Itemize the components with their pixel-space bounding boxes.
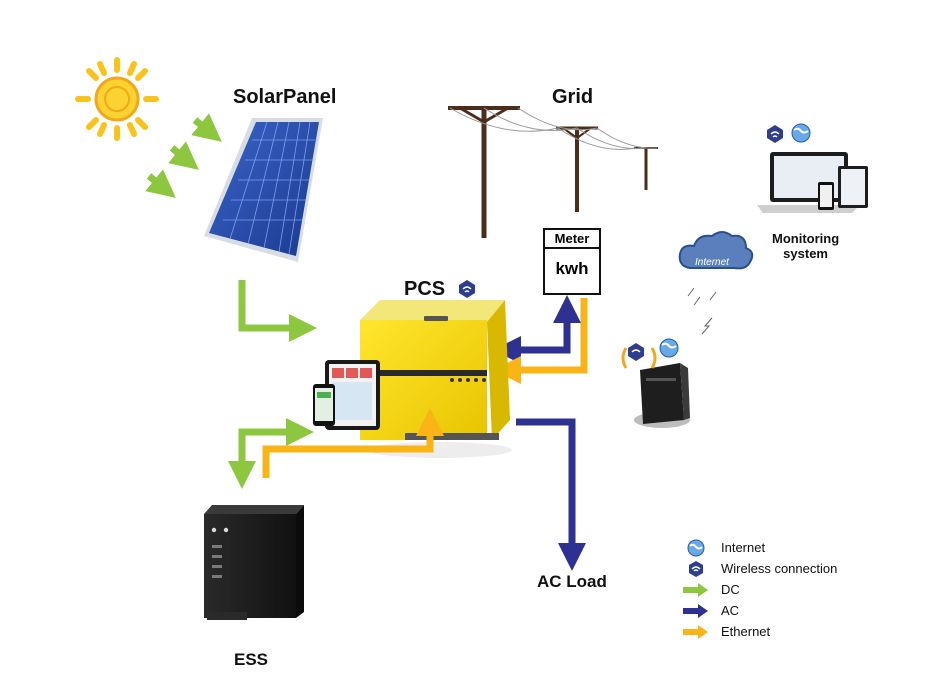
internet-cloud-label: Internet (695, 257, 730, 268)
tablet-image (325, 360, 380, 430)
ac-arrow-icon (683, 601, 709, 621)
monitoring-system-label: Monitoring system (772, 231, 840, 261)
grid-power-lines (448, 106, 658, 238)
meter-value: kwh (555, 259, 589, 278)
router-globe-icon (659, 338, 679, 358)
ess-label: ESS (234, 650, 269, 669)
legend: Internet Wireless connection DC AC Ether… (683, 537, 837, 642)
legend-label: Ethernet (721, 624, 771, 639)
meter-ethernet-arrow (493, 298, 588, 384)
internet-cloud-icon (678, 231, 754, 270)
legend-item-wireless: Wireless connection (683, 558, 837, 579)
pcs-label: PCS (404, 278, 446, 300)
router-wireless-icon (628, 343, 644, 361)
ac-load-label: AC Load (537, 572, 607, 591)
wireless-shield-icon (683, 559, 709, 579)
globe-icon (683, 538, 709, 558)
sun-icon (75, 57, 159, 141)
sunlight-arrows (145, 113, 222, 198)
ac-load-arrow (516, 418, 586, 571)
meter-ac-arrow (493, 312, 571, 364)
legend-item-internet: Internet (683, 537, 837, 558)
solar-dc-arrow (238, 280, 317, 342)
meter-title: Meter (545, 230, 599, 249)
legend-label: DC (721, 582, 740, 597)
legend-label: AC (721, 603, 740, 618)
ess-battery-image (204, 505, 304, 620)
phone-image (313, 384, 335, 426)
legend-item-ethernet: Ethernet (683, 621, 837, 642)
legend-item-dc: DC (683, 579, 837, 600)
ess-ethernet-arrow (262, 408, 444, 478)
ethernet-arrow-icon (683, 622, 709, 642)
legend-label: Wireless connection (721, 561, 838, 576)
grid-label: Grid (552, 86, 594, 108)
legend-label: Internet (721, 540, 766, 555)
solar-panel-label: SolarPanel (233, 86, 337, 108)
dc-arrow-icon (683, 580, 709, 600)
legend-item-ac: AC (683, 600, 837, 621)
monitoring-globe-icon (791, 123, 811, 143)
solar-panel-image (204, 118, 323, 262)
meter-box: Meter kwh (543, 228, 601, 295)
router-image (621, 347, 690, 428)
lightning-icon (687, 287, 717, 335)
monitoring-wireless-icon (767, 125, 783, 143)
pcs-inverter-image (360, 300, 512, 458)
ess-dc-arrow (228, 418, 314, 489)
laptop-image (757, 152, 868, 213)
pcs-wireless-icon (459, 280, 475, 298)
